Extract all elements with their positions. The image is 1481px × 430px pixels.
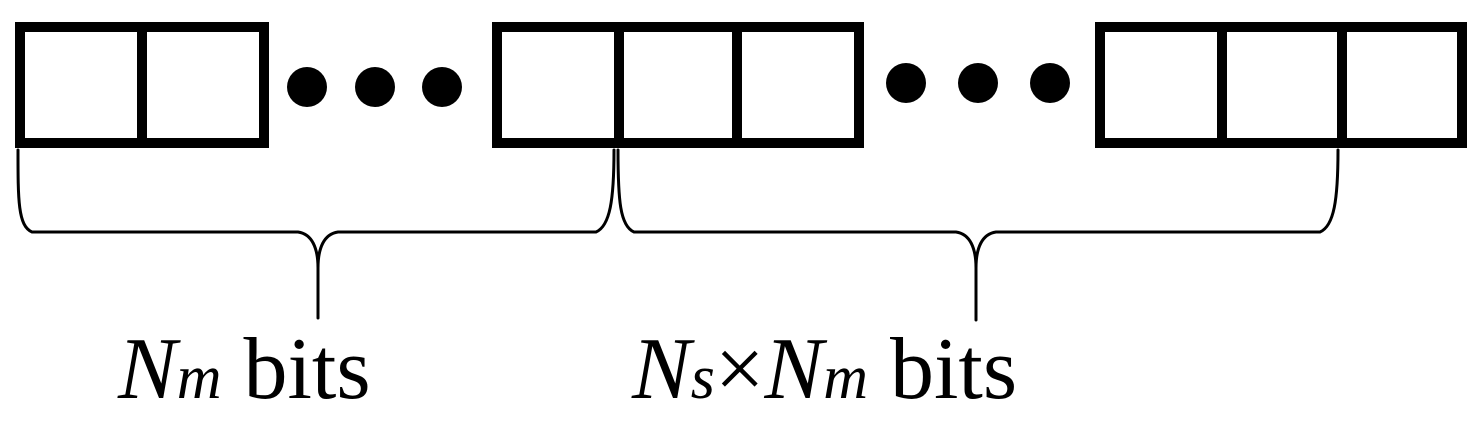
bit-cell <box>1095 22 1227 148</box>
ellipsis-dots-2 <box>886 63 1070 103</box>
ellipsis-dot <box>422 67 462 107</box>
ellipsis-dot <box>355 67 395 107</box>
label-subscript: m <box>823 344 868 412</box>
ellipsis-dot <box>287 67 327 107</box>
left-brace <box>16 148 616 320</box>
cell-group-2 <box>492 22 864 148</box>
label-unit: bits <box>221 321 370 418</box>
bit-cell <box>1217 22 1347 148</box>
label-var: N <box>763 321 827 418</box>
bit-cell <box>1337 22 1467 148</box>
bit-cell <box>15 22 147 148</box>
ellipsis-dot <box>958 63 998 103</box>
ellipsis-dot <box>1030 63 1070 103</box>
bit-cell <box>732 22 864 148</box>
right-bit-count-label: Ns×Nm bits <box>631 321 1017 418</box>
label-var: N <box>117 321 181 418</box>
left-bit-count-label: Nm bits <box>117 321 371 418</box>
cell-group-3 <box>1095 22 1467 148</box>
ellipsis-dots-1 <box>287 67 462 107</box>
bit-cell <box>137 22 269 148</box>
bit-cell <box>614 22 742 148</box>
ellipsis-dot <box>886 63 926 103</box>
label-times: × <box>715 321 765 418</box>
bit-cell <box>492 22 624 148</box>
right-brace <box>616 148 1340 322</box>
label-var: N <box>631 321 695 418</box>
label-unit: bits <box>868 321 1017 418</box>
label-subscript: m <box>177 344 222 412</box>
label-subscript: s <box>691 344 715 412</box>
cell-group-1 <box>15 22 269 148</box>
